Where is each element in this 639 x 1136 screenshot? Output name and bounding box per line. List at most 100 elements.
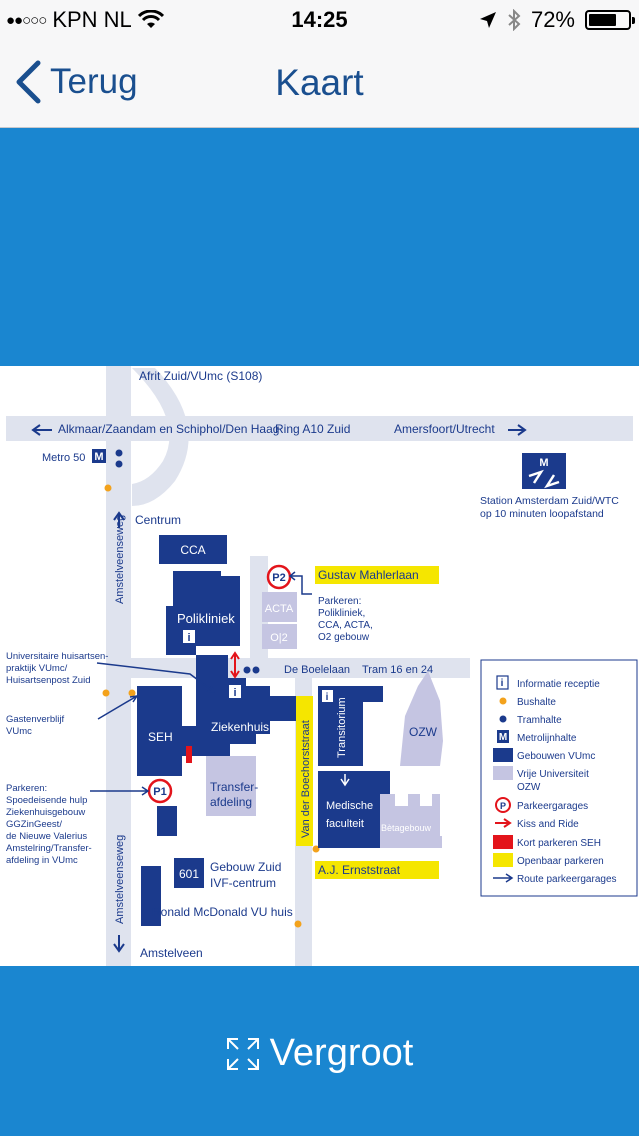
info-icon-letter: i xyxy=(326,692,329,703)
legend-label-open: Openbaar parkeren xyxy=(517,856,604,867)
chevron-left-icon xyxy=(16,60,41,104)
ernststraat-label: A.J. Ernststraat xyxy=(318,863,401,877)
ronald-mcdonald-label: Ronald McDonald VU huis xyxy=(152,905,293,919)
p1-info-line1: Parkeren: xyxy=(6,783,47,794)
parking-van-der-boechorst xyxy=(296,696,313,846)
parking-garage-p2-label: P2 xyxy=(272,572,285,584)
arrow-down-icon xyxy=(113,935,125,953)
legend-bus-dot xyxy=(499,697,507,705)
building-acta xyxy=(262,592,297,622)
legend-label-info: Informatie receptie xyxy=(517,679,600,690)
ozw-label: OZW xyxy=(409,725,438,739)
campus-map[interactable]: Afrit Zuid/VUmc (S108) Alkmaar/Zaandam e… xyxy=(0,366,639,966)
legend-garage-letter: P xyxy=(500,801,506,811)
arrow-right-icon xyxy=(508,424,527,436)
info-icon xyxy=(322,690,333,702)
building-ronald-left xyxy=(141,866,161,926)
status-bar: ●●○○○ KPN NL 14:25 72% xyxy=(0,0,639,40)
building-transitorium-wing xyxy=(350,686,383,702)
legend-label-vu: Vrije Universiteit xyxy=(517,769,589,780)
navigation-bar: Terug Kaart xyxy=(0,40,639,128)
info-icon-letter: i xyxy=(187,632,190,644)
medische-faculteit-label-line1: Medische xyxy=(326,800,373,812)
enlarge-button[interactable]: Vergroot xyxy=(0,1032,639,1075)
ziekenhuis-label: Ziekenhuis xyxy=(211,720,269,734)
legend-label-garage: Parkeergarages xyxy=(517,801,588,812)
battery-nub xyxy=(632,17,635,24)
bus-stop-dot xyxy=(294,920,302,928)
parking-gustav-mahlerlaan xyxy=(315,566,439,584)
metro-icon-letter: M xyxy=(94,451,103,463)
bus-stop-dot xyxy=(104,484,112,492)
route-arrow-p2 xyxy=(288,571,312,595)
tram-stop-dot xyxy=(115,460,123,468)
entrance-arrow xyxy=(340,774,350,787)
building-betagebouw-base xyxy=(380,836,442,848)
transitorium-label: Transitorium xyxy=(336,697,348,758)
info-icon xyxy=(229,685,241,698)
betagebouw-label: Bètagebouw xyxy=(381,823,432,833)
status-time: 14:25 xyxy=(291,7,348,32)
p2-info-line2: Polikliniek, xyxy=(318,608,365,619)
battery-fill xyxy=(589,14,617,26)
gastenverblijf-line1: Gastenverblijf xyxy=(6,714,64,725)
building-601 xyxy=(174,858,204,888)
building-medische-faculteit xyxy=(318,771,390,848)
medische-faculteit-label-line2: faculteit xyxy=(326,818,364,830)
amstelveenseweg-label-bottom: Amstelveenseweg xyxy=(114,835,126,924)
building-small xyxy=(157,806,177,836)
p2-info-line4: O2 gebouw xyxy=(318,632,370,643)
campus-map-image: Afrit Zuid/VUmc (S108) Alkmaar/Zaandam e… xyxy=(6,366,638,966)
enlarge-button-label: Vergroot xyxy=(269,1032,414,1074)
tram-stop-dot xyxy=(252,666,260,674)
legend-open-swatch xyxy=(493,853,513,867)
van-der-boechorststraat-label: Van der Boechorststraat xyxy=(300,720,312,838)
carrier-name: KPN NL xyxy=(52,7,132,32)
ring-label: Ring A10 Zuid xyxy=(275,422,350,436)
legend-label-kiss: Kiss and Ride xyxy=(517,819,579,830)
cca-label: CCA xyxy=(180,543,205,557)
legend-label-vu-ozw: OZW xyxy=(517,782,541,793)
route-arrow-p1 xyxy=(90,786,150,796)
tram-stop-dot xyxy=(243,666,251,674)
amstelveenseweg-label-top: Amstelveenseweg xyxy=(114,515,126,604)
huisartsenpraktijk-line3: Huisartsenpost Zuid xyxy=(6,675,90,686)
building-ziekenhuis xyxy=(196,655,296,756)
gustav-mahlerlaan-label: Gustav Mahlerlaan xyxy=(318,568,419,582)
parking-garage-p2-icon xyxy=(266,564,292,590)
map-legend: i Informatie receptie Bushalte Tramhalte… xyxy=(480,659,638,897)
east-destination-label: Amersfoort/Utrecht xyxy=(394,422,495,436)
legend-label-metro: Metrolijnhalte xyxy=(517,733,577,744)
p2-info-line1: Parkeren: xyxy=(318,596,361,607)
boelelaan-label: De Boelelaan xyxy=(284,664,350,676)
parking-garage-p1-label: P1 xyxy=(153,786,166,798)
signal-strength-icon: ●●○○○ xyxy=(6,11,47,29)
centrum-label: Centrum xyxy=(135,513,181,527)
p2-info-line3: CCA, ACTA, xyxy=(318,620,373,631)
o2-label: O|2 xyxy=(270,632,288,644)
station-label-line2: op 10 minuten loopafstand xyxy=(480,508,604,520)
status-left: ●●○○○ KPN NL xyxy=(6,7,164,33)
back-button[interactable]: Terug xyxy=(14,60,138,104)
legend-garage-icon xyxy=(495,797,511,813)
legend-label-tram: Tramhalte xyxy=(517,715,562,726)
p1-info-line2: Spoedeisende hulp xyxy=(6,795,87,806)
afrit-label: Afrit Zuid/VUmc (S108) xyxy=(139,369,262,383)
legend-info-icon xyxy=(496,675,509,690)
building-ozw xyxy=(400,671,443,766)
legend-label-route: Route parkeergarages xyxy=(517,874,617,885)
p1-info-line6: Amstelring/Transfer- xyxy=(6,843,92,854)
legend-label-bus: Bushalte xyxy=(517,697,556,708)
tram-stop-dot xyxy=(115,449,123,457)
back-button-label: Terug xyxy=(50,62,138,101)
gebouw-601-label: 601 xyxy=(179,867,199,881)
arrow-up-icon xyxy=(113,511,125,528)
p1-info-line3: Ziekenhuisgebouw xyxy=(6,807,85,818)
legend-label-vumc: Gebouwen VUmc xyxy=(517,751,595,762)
west-destination-label: Alkmaar/Zaandam en Schiphol/Den Haag xyxy=(58,422,279,436)
building-transferafdeling xyxy=(206,756,256,816)
location-arrow-icon xyxy=(479,12,496,28)
page-title: Kaart xyxy=(275,62,364,103)
amstelveen-label: Amstelveen xyxy=(140,946,203,960)
map-backdrop-top xyxy=(0,128,639,366)
